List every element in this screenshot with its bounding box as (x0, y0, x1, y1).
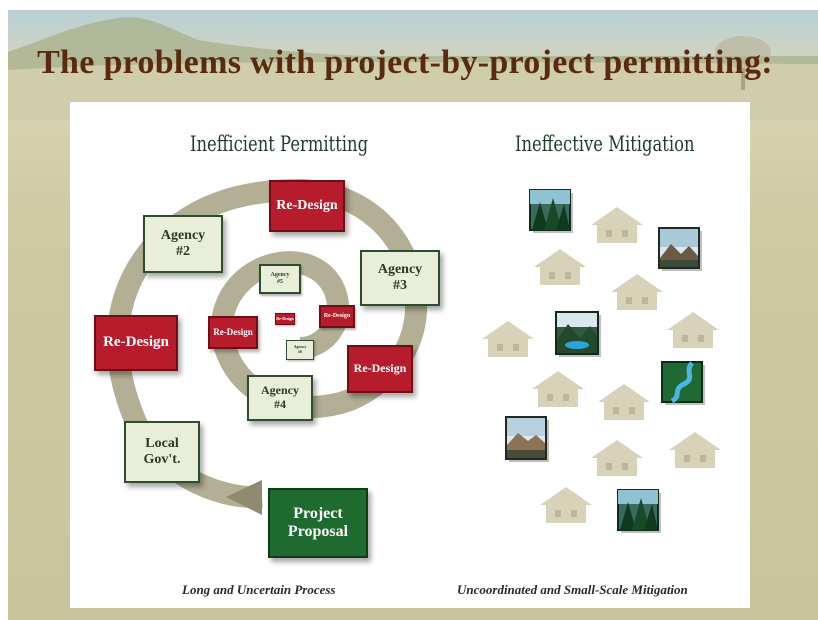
redesign-box-left: Re-Design (94, 315, 178, 371)
agency-5-box: Agency #5 (259, 264, 301, 294)
forest-tile-icon (529, 189, 573, 233)
forest-tile-icon (617, 489, 661, 533)
house-icon (591, 440, 643, 476)
mountain-tile-icon (658, 227, 702, 271)
lake-tile-icon (555, 311, 601, 357)
house-icon (540, 487, 592, 523)
river-tile-icon (661, 361, 705, 405)
agency-3-box: Agency #3 (360, 250, 440, 306)
project-proposal-box: Project Proposal (268, 488, 368, 558)
redesign-box-mid-left: Re-Design (208, 316, 258, 349)
house-icon (482, 321, 534, 357)
arrowhead-icon (226, 480, 262, 515)
agency-6-box: Agency #6 (286, 340, 314, 360)
house-icon (669, 432, 721, 468)
left-caption: Long and Uncertain Process (182, 582, 336, 597)
redesign-box-right: Re-Design (347, 345, 413, 393)
house-icon (532, 371, 584, 407)
house-icon (534, 249, 586, 285)
agency-2-box: Agency #2 (143, 215, 223, 273)
redesign-box-top: Re-Design (269, 180, 345, 232)
local-gov-box: Local Gov't. (124, 421, 200, 483)
tree-icon (715, 36, 771, 90)
house-icon (611, 274, 663, 310)
left-heading: Inefficient Permitting (190, 132, 369, 156)
redesign-box-mid-right: Re-Design (319, 305, 355, 328)
right-caption: Uncoordinated and Small-Scale Mitigation (457, 582, 688, 597)
right-heading: Ineffective Mitigation (515, 132, 695, 156)
agency-4-box: Agency #4 (247, 375, 313, 421)
house-icon (667, 312, 719, 348)
mountain-tile-icon (505, 416, 549, 462)
house-icon (598, 384, 650, 420)
slide-title: The problems with project-by-project per… (37, 44, 773, 81)
house-icon (591, 207, 643, 243)
redesign-box-tiny: Re-Design (275, 313, 295, 325)
